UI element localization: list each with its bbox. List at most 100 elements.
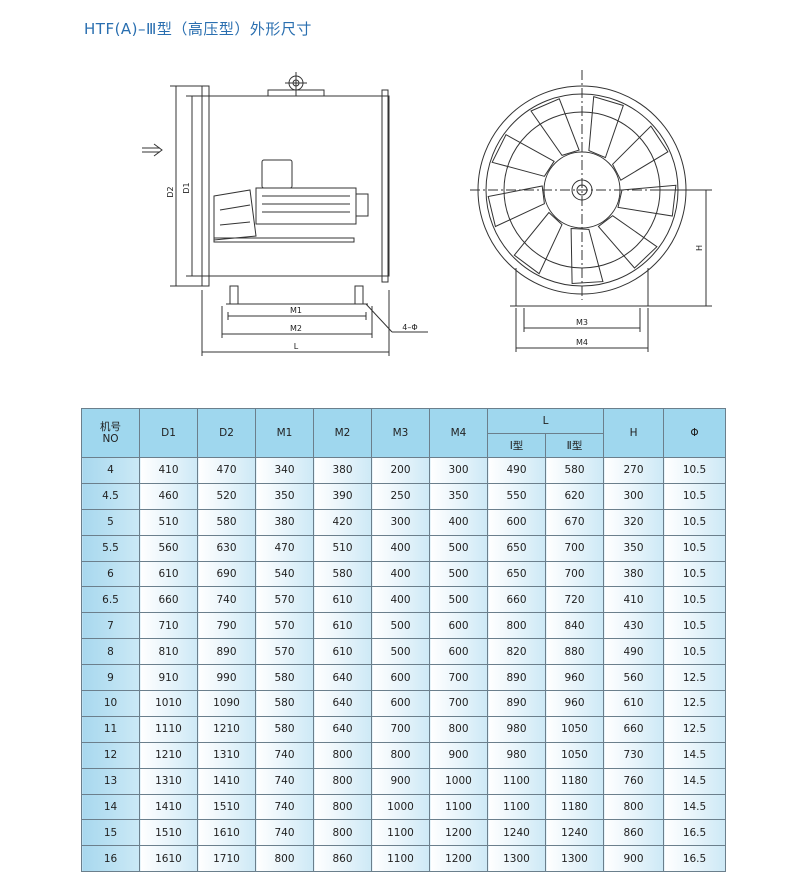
cell-m1: 800 [255, 845, 314, 873]
cell-m4: 900 [429, 741, 488, 769]
cell-h: 730 [603, 741, 665, 769]
cell-m3: 600 [371, 690, 430, 717]
cell-phi: 10.5 [663, 508, 727, 536]
cell-l-type1: 600 [487, 508, 546, 536]
cell-m4: 700 [429, 690, 488, 717]
cell-m3: 250 [371, 482, 430, 510]
cell-m4: 600 [429, 638, 488, 666]
cell-m2: 860 [313, 845, 372, 873]
fan-blade [570, 227, 604, 285]
fan-blade [491, 134, 555, 177]
cell-m4: 700 [429, 664, 488, 692]
cell-l-type2: 840 [544, 612, 605, 640]
cell-d2: 1510 [197, 793, 256, 821]
cell-l-type2: 620 [544, 482, 605, 510]
cell-m1: 570 [255, 612, 314, 640]
cell-no: 11 [81, 715, 140, 743]
cell-l-type1: 820 [487, 638, 546, 666]
cell-d2: 1610 [197, 819, 256, 847]
cell-m1: 740 [255, 741, 314, 769]
cell-d1: 560 [139, 534, 198, 562]
cell-m3: 300 [371, 508, 430, 536]
cell-l-type2: 670 [544, 508, 605, 536]
cell-m2: 580 [313, 560, 372, 588]
cell-phi: 16.5 [663, 845, 727, 873]
header-d1: D1 [139, 408, 198, 458]
cell-no: 16 [81, 845, 140, 873]
cell-m2: 640 [313, 690, 372, 717]
cell-d1: 610 [139, 560, 198, 588]
cell-phi: 10.5 [663, 534, 727, 562]
cell-no: 5.5 [81, 534, 140, 562]
cell-m3: 500 [371, 638, 430, 666]
cell-phi: 10.5 [663, 586, 727, 614]
cell-l-type2: 1180 [544, 767, 605, 795]
cell-no: 10 [81, 690, 140, 717]
cell-phi: 10.5 [663, 612, 727, 640]
cell-phi: 14.5 [663, 741, 727, 769]
cell-phi: 10.5 [663, 482, 727, 510]
label-bolt: 4–Φ [402, 323, 417, 332]
cell-m4: 400 [429, 508, 488, 536]
cell-no: 12 [81, 741, 140, 769]
cell-h: 560 [603, 664, 665, 692]
cell-m2: 420 [313, 508, 372, 536]
cell-l-type1: 890 [487, 664, 546, 692]
label-m4: M4 [576, 338, 588, 347]
cell-l-type2: 580 [544, 457, 605, 484]
cell-l-type1: 980 [487, 741, 546, 769]
cell-d2: 1710 [197, 845, 256, 873]
cell-m4: 1200 [429, 845, 488, 873]
cell-m3: 400 [371, 586, 430, 614]
cell-l-type1: 660 [487, 586, 546, 614]
label-m2: M2 [290, 324, 302, 333]
cell-d2: 470 [197, 457, 256, 484]
cell-d1: 460 [139, 482, 198, 510]
cell-d2: 740 [197, 586, 256, 614]
cell-d1: 1010 [139, 690, 198, 717]
cell-m1: 570 [255, 638, 314, 666]
header-l-type1: Ⅰ型 [487, 433, 546, 458]
header-l: L [486, 408, 605, 434]
cell-d2: 630 [197, 534, 256, 562]
cell-h: 800 [603, 793, 665, 821]
cell-d1: 660 [139, 586, 198, 614]
cell-d1: 910 [139, 664, 198, 692]
cell-m4: 600 [429, 612, 488, 640]
cell-m3: 1100 [371, 819, 430, 847]
header-phi: Φ [663, 408, 727, 458]
cell-m4: 350 [429, 482, 488, 510]
cell-h: 270 [603, 457, 665, 484]
label-m1: M1 [290, 306, 302, 315]
cell-h: 490 [603, 638, 665, 666]
cell-m1: 580 [255, 664, 314, 692]
fan-drawing: D2 D1 M1 M2 L 4–Φ M3 M4 H [142, 70, 712, 356]
cell-m4: 1200 [429, 819, 488, 847]
fan-blade [597, 215, 658, 269]
header-no: 机号 NO [81, 408, 140, 458]
cell-h: 610 [603, 690, 665, 717]
cell-d2: 520 [197, 482, 256, 510]
cell-h: 430 [603, 612, 665, 640]
cell-m2: 800 [313, 793, 372, 821]
cell-m1: 570 [255, 586, 314, 614]
cell-l-type1: 1240 [487, 819, 546, 847]
cell-no: 13 [81, 767, 140, 795]
cell-d1: 410 [139, 457, 198, 484]
fan-blade [530, 98, 580, 156]
cell-m3: 1100 [371, 845, 430, 873]
cell-l-type1: 650 [487, 534, 546, 562]
cell-l-type2: 880 [544, 638, 605, 666]
cell-m4: 1000 [429, 767, 488, 795]
cell-d2: 1310 [197, 741, 256, 769]
header-m4: M4 [429, 408, 488, 458]
cell-h: 660 [603, 715, 665, 743]
